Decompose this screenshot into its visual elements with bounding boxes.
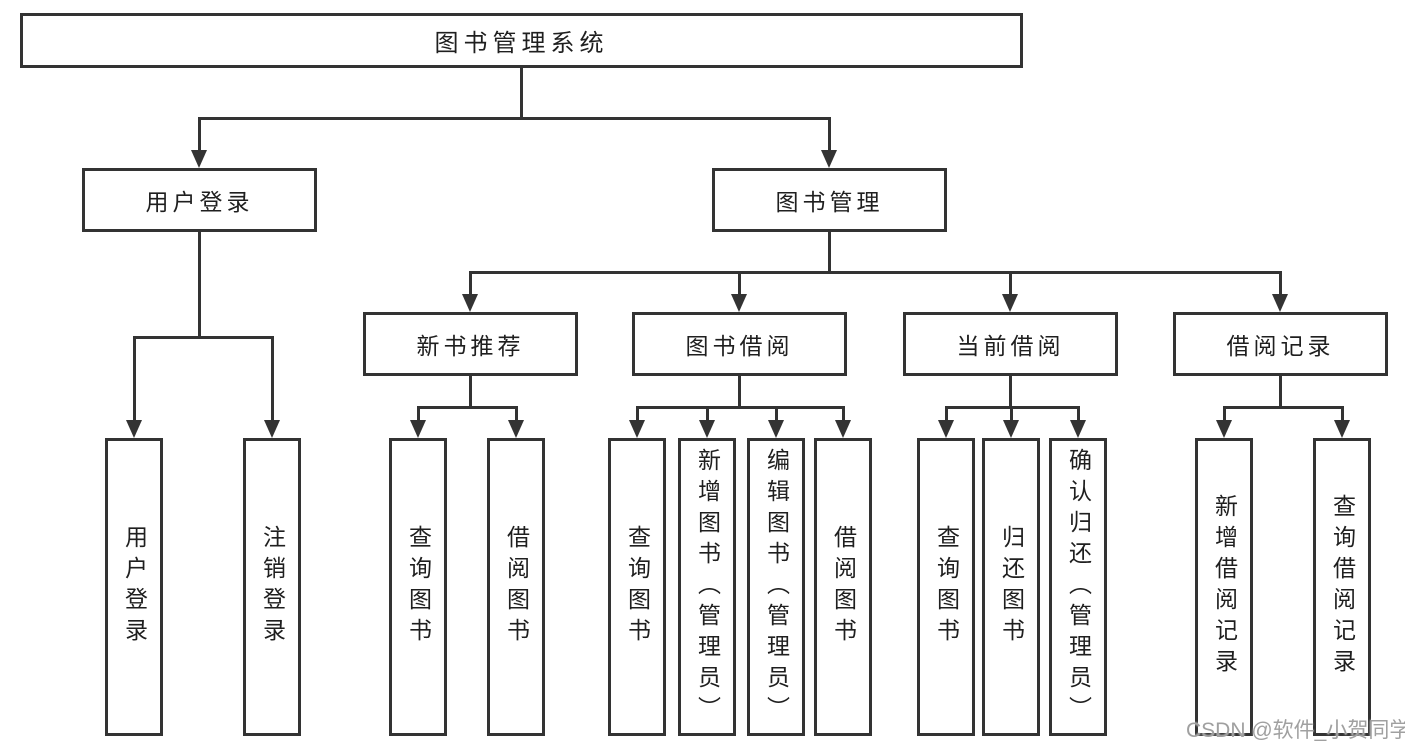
connector-line: [133, 336, 136, 423]
connector-line: [775, 406, 778, 423]
connector-line: [271, 336, 274, 423]
connector-line: [945, 406, 948, 423]
leaf-label: 确认归还（管理员）: [1065, 447, 1092, 727]
leaf-label: 查询图书: [405, 525, 432, 649]
leaf-borrow-books: 借阅图书: [814, 438, 872, 736]
leaf-add-borrow-record: 新增借阅记录: [1195, 438, 1253, 736]
leaf-label: 查询图书: [933, 525, 960, 649]
connector-line: [520, 68, 523, 120]
connector-line: [842, 406, 845, 423]
leaf-logout: 注销登录: [243, 438, 301, 736]
leaf-confirm-return-admin: 确认归还（管理员）: [1049, 438, 1107, 736]
arrow-down-icon: [1070, 420, 1086, 438]
connector-line: [198, 117, 201, 153]
leaf-query-books-recommend: 查询图书: [389, 438, 447, 736]
arrow-down-icon: [629, 420, 645, 438]
connector-line: [417, 406, 420, 423]
connector-line: [469, 376, 472, 409]
leaf-label: 用户登录: [121, 525, 148, 649]
node-label: 图书借阅: [685, 333, 794, 359]
node-label: 新书推荐: [416, 333, 525, 359]
connector-line: [1341, 406, 1344, 423]
connector-line: [469, 271, 1282, 274]
arrow-down-icon: [1002, 294, 1018, 312]
connector-line: [1279, 271, 1282, 297]
connector-line: [1077, 406, 1080, 423]
arrow-down-icon: [1272, 294, 1288, 312]
leaf-label: 新增借阅记录: [1211, 494, 1238, 680]
leaf-label: 归还图书: [998, 525, 1025, 649]
node-label: 图书管理: [775, 189, 884, 215]
node-library-management-system: 图书管理系统: [20, 13, 1023, 68]
connector-line: [828, 117, 831, 153]
arrow-down-icon: [699, 420, 715, 438]
leaf-edit-book-admin: 编辑图书（管理员）: [747, 438, 805, 736]
node-new-book-recommend: 新书推荐: [363, 312, 578, 376]
connector-line: [515, 406, 518, 423]
node-user-login: 用户登录: [82, 168, 317, 232]
node-label: 图书管理系统: [434, 30, 609, 57]
leaf-add-book-admin: 新增图书（管理员）: [678, 438, 736, 736]
arrow-down-icon: [264, 420, 280, 438]
leaf-label: 查询图书: [624, 525, 651, 649]
arrow-down-icon: [731, 294, 747, 312]
connector-line: [469, 271, 472, 297]
csdn-watermark: CSDN @软件_小贺同学: [1186, 719, 1405, 742]
arrow-down-icon: [191, 150, 207, 168]
leaf-return-book: 归还图书: [982, 438, 1040, 736]
arrow-down-icon: [938, 420, 954, 438]
arrow-down-icon: [508, 420, 524, 438]
node-book-borrow: 图书借阅: [632, 312, 847, 376]
arrow-down-icon: [1334, 420, 1350, 438]
node-label: 当前借阅: [956, 333, 1065, 359]
connector-line: [1223, 406, 1226, 423]
arrow-down-icon: [462, 294, 478, 312]
connector-line: [738, 376, 741, 409]
node-label: 用户登录: [145, 189, 254, 215]
arrow-down-icon: [821, 150, 837, 168]
arrow-down-icon: [410, 420, 426, 438]
connector-line: [1279, 376, 1282, 409]
connector-line: [636, 406, 845, 409]
leaf-label: 借阅图书: [503, 525, 530, 649]
leaf-label: 新增图书（管理员）: [694, 447, 721, 727]
node-current-borrow: 当前借阅: [903, 312, 1118, 376]
node-borrow-records: 借阅记录: [1173, 312, 1388, 376]
connector-line: [636, 406, 639, 423]
connector-line: [1223, 406, 1344, 409]
connector-line: [198, 117, 831, 120]
leaf-label: 注销登录: [259, 525, 286, 649]
node-label: 借阅记录: [1226, 333, 1335, 359]
leaf-label: 查询借阅记录: [1329, 494, 1356, 680]
connector-line: [1009, 271, 1012, 297]
leaf-label: 编辑图书（管理员）: [763, 447, 790, 727]
connector-line: [1010, 406, 1013, 423]
arrow-down-icon: [126, 420, 142, 438]
connector-line: [828, 232, 831, 274]
leaf-user-login: 用户登录: [105, 438, 163, 736]
arrow-down-icon: [768, 420, 784, 438]
arrow-down-icon: [1216, 420, 1232, 438]
node-book-management: 图书管理: [712, 168, 947, 232]
arrow-down-icon: [835, 420, 851, 438]
connector-line: [133, 336, 274, 339]
connector-line: [198, 232, 201, 339]
leaf-borrow-books-recommend: 借阅图书: [487, 438, 545, 736]
leaf-query-borrow-record: 查询借阅记录: [1313, 438, 1371, 736]
connector-line: [417, 406, 518, 409]
leaf-label: 借阅图书: [830, 525, 857, 649]
arrow-down-icon: [1003, 420, 1019, 438]
connector-line: [1009, 376, 1012, 409]
leaf-query-books-borrow: 查询图书: [608, 438, 666, 736]
leaf-query-books-current: 查询图书: [917, 438, 975, 736]
connector-line: [706, 406, 709, 423]
connector-line: [738, 271, 741, 297]
